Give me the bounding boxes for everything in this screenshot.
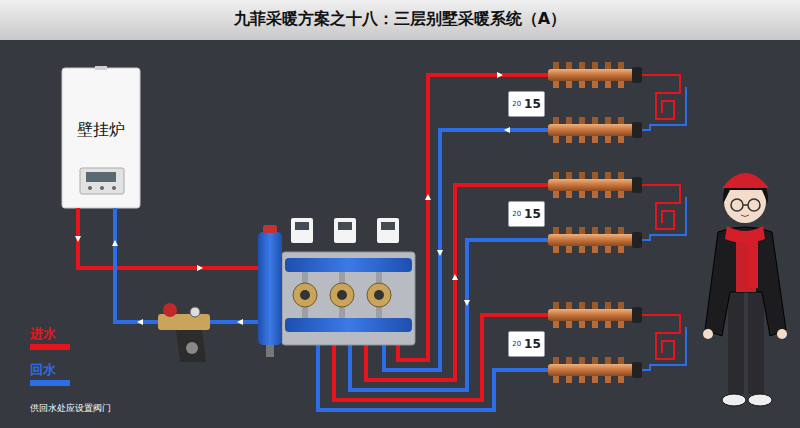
node-value: 15 xyxy=(524,97,541,111)
heating-coil xyxy=(642,75,680,119)
flow-arrow xyxy=(75,236,81,242)
person-scarf xyxy=(725,226,765,243)
node-label: 壁挂炉 xyxy=(77,120,125,139)
person-hand xyxy=(703,329,713,339)
controller xyxy=(291,218,313,243)
pump-hub xyxy=(337,290,347,300)
person-glasses-bridge xyxy=(743,204,748,206)
supply-pipe xyxy=(78,208,258,268)
supply-header xyxy=(285,258,412,272)
valve-wheel xyxy=(163,303,177,317)
supply-manifold xyxy=(548,172,642,198)
label-holder: 供回水处应设置阀门 xyxy=(30,402,111,415)
controller-screen xyxy=(381,222,395,230)
pump xyxy=(293,283,317,307)
person-glasses xyxy=(731,199,743,211)
flow-arrow xyxy=(237,319,243,325)
pump-hub xyxy=(300,290,310,300)
boiler-button xyxy=(88,186,92,190)
legend-item: 回水 xyxy=(30,362,70,386)
flow-arrow xyxy=(497,72,503,78)
supply-manifold xyxy=(548,62,642,88)
flow-arrow xyxy=(197,265,203,271)
boiler-screen xyxy=(86,172,116,182)
boiler-button xyxy=(112,186,116,190)
flow-arrow xyxy=(437,250,443,256)
hydraulic-separator xyxy=(258,232,282,345)
title-band xyxy=(0,0,800,40)
station-plate xyxy=(282,252,415,345)
flow-arrow xyxy=(112,240,118,246)
person-mouth xyxy=(741,215,749,217)
controller-screen xyxy=(295,222,309,230)
heating-coil xyxy=(642,87,686,130)
thermostat-box: 2015 xyxy=(508,201,545,227)
person-scarf-end xyxy=(748,238,758,288)
person-shoe xyxy=(722,394,746,406)
pump xyxy=(330,283,354,307)
person-leg xyxy=(748,288,764,394)
return-manifold xyxy=(548,357,642,383)
supply-manifold xyxy=(548,302,642,328)
boiler-box: 壁挂炉 xyxy=(62,68,140,208)
filter-body xyxy=(158,314,210,330)
strainer-cap xyxy=(186,342,198,354)
node-value: 15 xyxy=(524,337,541,351)
return-manifold xyxy=(548,117,642,143)
controller xyxy=(377,218,399,243)
air-vent xyxy=(263,225,277,233)
node-value: 15 xyxy=(524,207,541,221)
legend-item: 进水 xyxy=(30,326,70,350)
flow-arrow xyxy=(504,127,510,133)
node-label: 20 xyxy=(512,100,521,108)
flow-arrow xyxy=(452,274,458,280)
gauge xyxy=(190,307,200,317)
supply-pipe xyxy=(398,75,548,360)
heating-coil xyxy=(642,185,680,229)
boiler-button xyxy=(100,186,104,190)
return-manifold xyxy=(548,227,642,253)
pump xyxy=(367,283,391,307)
person-shoe xyxy=(748,394,772,406)
boiler-body xyxy=(62,68,140,208)
legend-label: 进水 xyxy=(30,326,70,342)
diagram-title: 九菲采暖方案之十八：三层别墅采暖系统（A） xyxy=(234,9,566,30)
person-cap xyxy=(722,173,769,188)
heating-coil xyxy=(642,197,686,240)
node-label: 20 xyxy=(512,340,521,348)
legend-label: 回水 xyxy=(30,362,70,378)
boiler-vent xyxy=(95,66,107,70)
controller-screen xyxy=(338,222,352,230)
controller xyxy=(334,218,356,243)
return-pipe xyxy=(115,208,258,322)
y-strainer xyxy=(176,330,206,362)
thermostat-box: 2015 xyxy=(508,331,545,357)
node-label: 20 xyxy=(512,210,521,218)
return-header xyxy=(285,318,412,332)
note-text: 供回水处应设置阀门 xyxy=(30,402,111,415)
pump-hub xyxy=(374,290,384,300)
title-holder: 九菲采暖方案之十八：三层别墅采暖系统（A） xyxy=(0,9,800,30)
person-hand xyxy=(777,329,787,339)
flow-arrow xyxy=(137,319,143,325)
flow-arrow xyxy=(464,300,470,306)
legend-swatch xyxy=(30,380,70,386)
boiler-panel xyxy=(80,168,124,194)
person-coat xyxy=(705,227,786,336)
heating-coil xyxy=(642,315,680,359)
legend-swatch xyxy=(30,344,70,350)
drain-valve xyxy=(266,345,274,357)
thermostat-box: 2015 xyxy=(508,91,545,117)
person-glasses xyxy=(748,199,760,211)
flow-arrow xyxy=(425,194,431,200)
heating-coil xyxy=(642,327,686,370)
person-leg xyxy=(728,288,744,394)
